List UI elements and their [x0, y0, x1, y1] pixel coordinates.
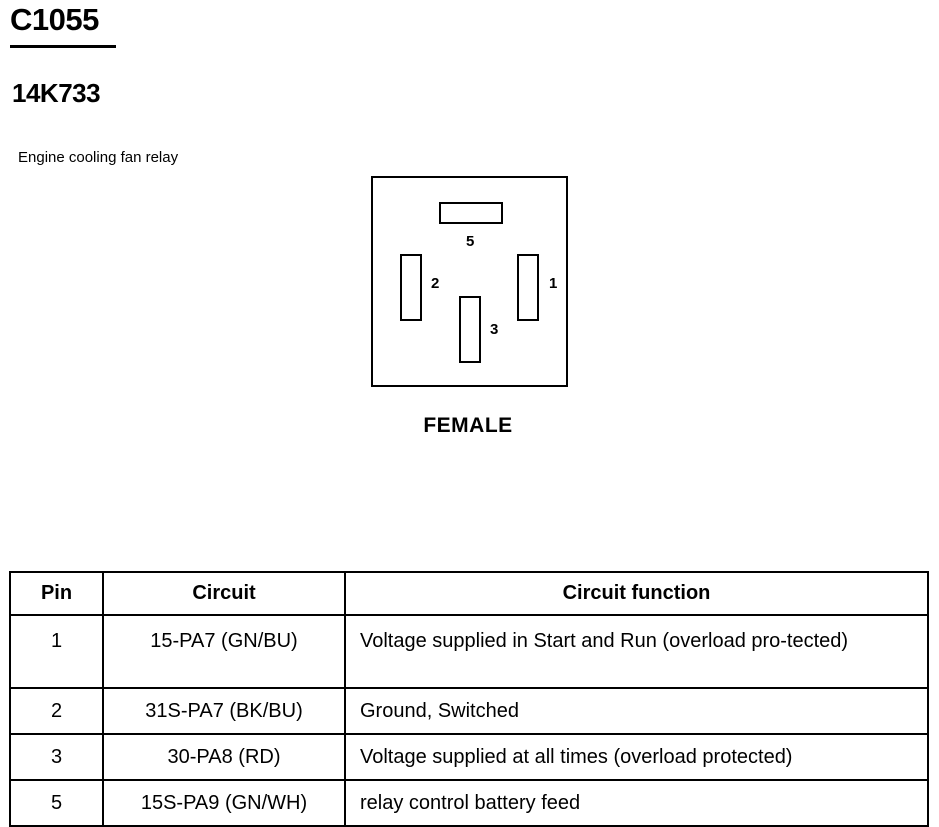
connector-face: 5 2 1 3 — [371, 176, 568, 387]
cell-circuit: 15-PA7 (GN/BU) — [102, 614, 346, 689]
cell-circuit: 31S-PA7 (BK/BU) — [102, 687, 346, 735]
header-pin: Pin — [9, 571, 104, 616]
connector-gender: FEMALE — [423, 414, 513, 437]
pin-2-label: 2 — [431, 275, 440, 292]
part-number: 14K733 — [12, 78, 101, 108]
pin-3-label: 3 — [490, 321, 499, 338]
table-row: 3 30-PA8 (RD) Voltage supplied at all ti… — [9, 733, 929, 781]
pin-2-terminal — [400, 254, 422, 321]
header-circuit: Circuit — [102, 571, 346, 616]
table-row: 1 15-PA7 (GN/BU) Voltage supplied in Sta… — [9, 614, 929, 689]
connector-description: Engine cooling fan relay — [18, 149, 179, 166]
pin-1-terminal — [517, 254, 539, 321]
connector-id-underline — [10, 45, 116, 48]
cell-circuit: 15S-PA9 (GN/WH) — [102, 779, 346, 827]
header-circuit-function: Circuit function — [344, 571, 929, 616]
pin-3-terminal — [459, 296, 481, 363]
table-header-row: Pin Circuit Circuit function — [9, 571, 929, 616]
pin-5-terminal — [439, 202, 503, 224]
cell-pin: 3 — [9, 733, 104, 781]
connector-id: C1055 — [10, 2, 99, 37]
cell-function: Ground, Switched — [344, 687, 929, 735]
table-row: 5 15S-PA9 (GN/WH) relay control battery … — [9, 779, 929, 827]
pin-1-label: 1 — [549, 275, 558, 292]
cell-circuit: 30-PA8 (RD) — [102, 733, 346, 781]
pin-table: Pin Circuit Circuit function 1 15-PA7 (G… — [9, 571, 929, 827]
pin-5-label: 5 — [466, 233, 475, 250]
cell-function: relay control battery feed — [344, 779, 929, 827]
cell-function: Voltage supplied at all times (overload … — [344, 733, 929, 781]
cell-pin: 2 — [9, 687, 104, 735]
cell-pin: 5 — [9, 779, 104, 827]
table-row: 2 31S-PA7 (BK/BU) Ground, Switched — [9, 687, 929, 735]
cell-pin: 1 — [9, 614, 104, 689]
cell-function: Voltage supplied in Start and Run (overl… — [344, 614, 929, 689]
